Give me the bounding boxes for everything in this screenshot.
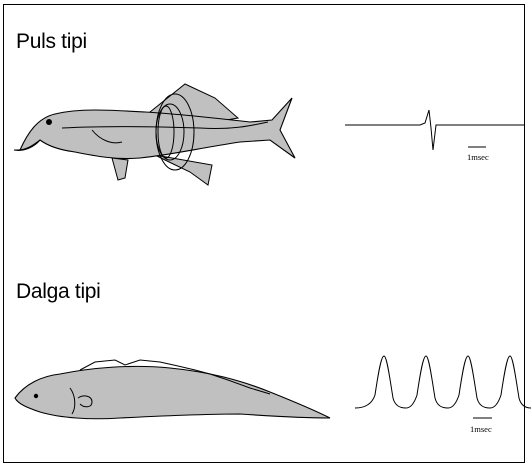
wave-scale-label: 1msec [470, 424, 492, 434]
